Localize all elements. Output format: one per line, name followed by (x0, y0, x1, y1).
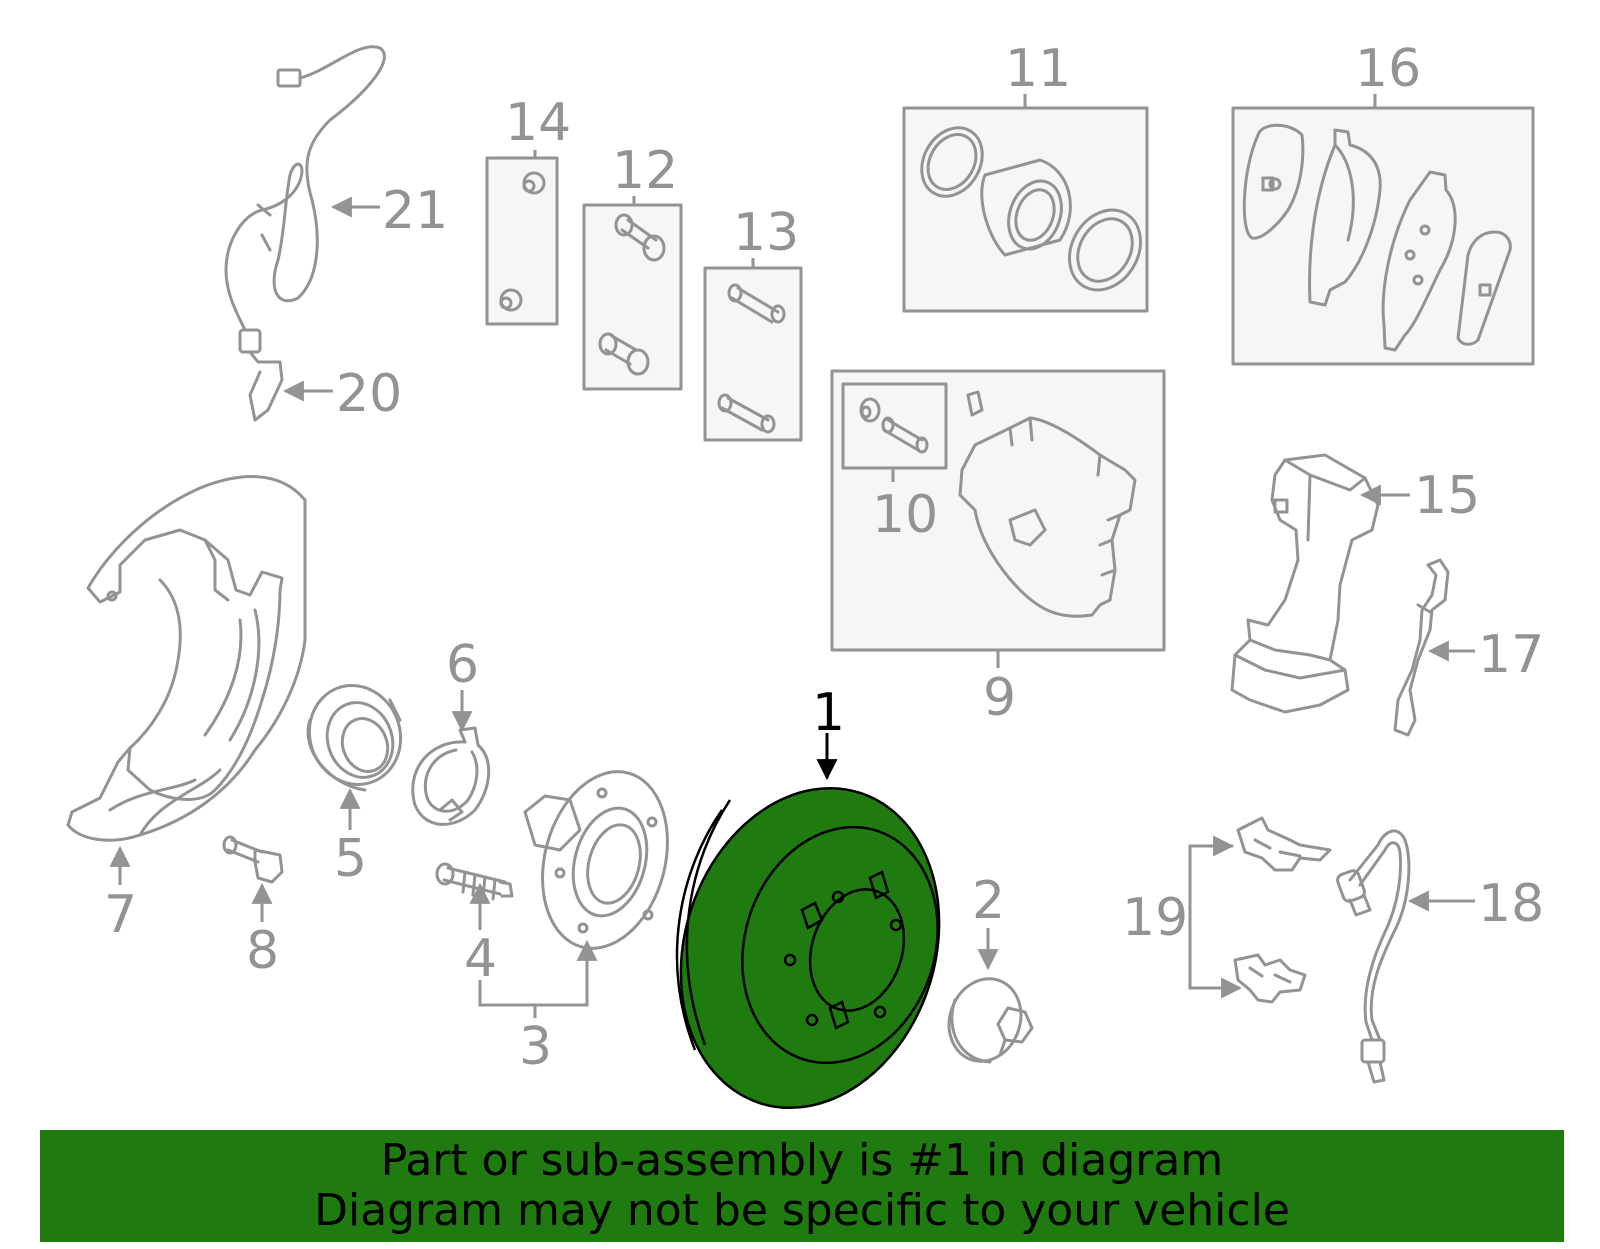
callout-4: 4 (464, 929, 497, 989)
wheel-hub (523, 770, 669, 950)
callout-20: 20 (336, 364, 402, 424)
callout-10: 10 (872, 485, 938, 545)
brake-rotor-highlighted (675, 786, 941, 1110)
hub-nut (947, 977, 1034, 1064)
callout-14: 14 (505, 93, 571, 153)
callout-11: 11 (1005, 39, 1071, 99)
callout-15: 15 (1414, 466, 1480, 526)
callout-9: 9 (983, 668, 1016, 728)
callout-16: 16 (1355, 39, 1421, 99)
clips-19 (1233, 816, 1332, 1004)
caliper-bracket (1230, 453, 1380, 714)
banner-background (40, 1130, 1564, 1242)
callout-21: 21 (382, 181, 448, 241)
callout-13: 13 (733, 203, 799, 263)
callout-12: 12 (612, 141, 678, 201)
dust-shield (66, 475, 307, 842)
box-14 (485, 156, 559, 326)
callout-5: 5 (334, 829, 367, 889)
box-12 (582, 203, 683, 391)
leader-19 (1188, 844, 1243, 999)
callout-17: 17 (1478, 625, 1544, 685)
wear-sensor (1336, 829, 1411, 1084)
callout-1: 1 (812, 683, 845, 743)
snap-ring (411, 726, 491, 826)
box-16 (1231, 106, 1535, 366)
callout-7: 7 (104, 885, 137, 945)
callout-18: 18 (1478, 874, 1544, 934)
callout-8: 8 (246, 921, 279, 981)
box-11 (902, 106, 1149, 313)
wheel-stud (435, 862, 514, 901)
box-13 (703, 266, 803, 442)
abs-sensor-wire (224, 45, 386, 422)
spring-clip (1393, 558, 1450, 737)
banner-line-1: Part or sub-assembly is #1 in diagram (380, 1135, 1224, 1186)
callout-6: 6 (446, 635, 479, 695)
callout-3: 3 (519, 1017, 552, 1077)
banner-line-2: Diagram may not be specific to your vehi… (314, 1185, 1290, 1236)
info-banner: Part or sub-assembly is #1 in diagram Di… (40, 1130, 1564, 1242)
wheel-bearing (306, 684, 403, 792)
callout-19: 19 (1122, 888, 1188, 948)
bolt-8 (222, 835, 284, 884)
callout-2: 2 (972, 871, 1005, 931)
